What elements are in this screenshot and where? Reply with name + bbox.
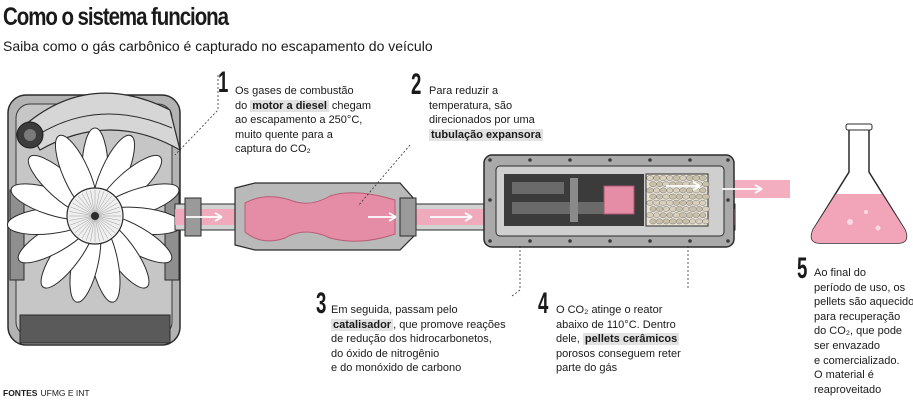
step-1-line: muito quente para a [235,128,371,143]
text-segment: captura do CO₂ [235,143,311,156]
text-segment: chegam [328,99,372,112]
step-1-line: captura do CO₂ [235,142,371,157]
step-3-line: do óxido de nitrogênio [331,347,506,362]
step-5-line: para recuperação [814,310,913,325]
co2-flask [810,123,908,244]
step-4-number: 4 [538,287,549,320]
flow-arrows [186,181,763,222]
step-5-line: O material é [814,368,913,383]
text-segment: O CO₂ atinge o reator [556,304,663,316]
text-segment: para recuperação [814,310,901,323]
step-4-line: parte do gás [556,361,681,376]
step-1-number: 1 [218,66,229,99]
text-segment: de redução dos hidrocarbonetos, [331,333,492,346]
text-segment: pellets são aquecidos [814,296,913,309]
sources-label: FONTES [3,388,38,398]
text-segment: e do monóxido de carbono [331,362,462,375]
step-5-line: e comercializado. [814,354,913,369]
leader-lines [174,75,689,297]
text-segment: período de uso, os [814,281,906,294]
text-segment: e comercializado. [814,354,900,367]
step-3-number: 3 [316,287,327,320]
step-3-line: e do monóxido de carbono [331,361,506,376]
step-3-line: catalisador, que promove reações [331,318,506,333]
step-2-line: direcionados por uma [429,113,543,128]
step-4-line: O CO₂ atinge o reator [556,303,681,318]
step-5-text: Ao final do período de uso, os pellets são… [814,266,913,397]
step-4-line: abaixo de 110°C. Dentro [556,318,681,333]
text-segment: do CO₂, que pode [814,325,903,338]
step-3-line: de redução dos hidrocarbonetos, [331,332,506,347]
text-segment: Ao final do [814,267,866,279]
highlighted-term: motor a diesel [250,99,329,112]
text-segment: do óxido de nitrogênio [331,347,440,360]
step-1-line: do motor a diesel chegam [235,99,371,114]
step-3-text: Em seguida, passam pelo catalisador, que … [331,303,506,376]
text-segment: dele, [556,333,583,346]
step-1-line: ao escapamento a 250°C, [235,113,371,128]
step-1-line: Os gases de combustão [235,84,371,99]
step-2-number: 2 [411,68,422,101]
step-1-text: Os gases de combustão do motor a diesel c… [235,84,371,157]
step-4-line: dele, pellets cerâmicos [556,332,681,347]
text-segment: Em seguida, passam pelo [331,304,458,316]
step-5-number: 5 [797,252,808,285]
step-2-line: Para reduzir a [429,84,543,99]
ceramic-pellets [646,175,710,225]
text-segment: parte do gás [556,362,618,375]
highlighted-term: catalisador [331,318,394,331]
text-segment: reaproveitado [814,383,882,396]
step-5-line: Ao final do [814,266,913,281]
catalyst-reactor [483,154,735,248]
expansion-pipe [184,182,417,251]
step-2-line: tubulação expansora [429,128,544,143]
step-5-line: pellets são aquecidos [814,295,913,310]
step-3-line: Em seguida, passam pelo [331,303,506,318]
step-5-line: ser envazado [814,339,913,354]
page-title: Como o sistema funciona [3,3,229,31]
text-segment: direcionados por uma [429,114,535,127]
step-5-line: do CO₂, que pode [814,324,913,339]
text-segment: O material é [814,369,874,382]
text-segment: temperatura, são [429,99,513,112]
text-segment: porosos conseguem reter [556,347,681,360]
text-segment: abaixo de 110°C. Dentro [556,318,676,331]
text-segment: Os gases de combustão [235,85,354,97]
text-segment: muito quente para a [235,128,333,141]
text-segment: Para reduzir a [429,85,499,97]
step-4-line: porosos conseguem reter [556,347,681,362]
step-2-line: temperatura, são [429,99,543,114]
text-segment: ser envazado [814,339,881,352]
step-5-line: período de uso, os [814,281,913,296]
diesel-engine [6,92,184,346]
text-segment: ao escapamento a 250°C, [235,114,363,127]
step-2-text: Para reduzir a temperatura, são direcionad… [429,84,544,143]
text-segment: , que promove reações [393,318,506,331]
sources-value: UFMG E INT [40,388,90,398]
step-4-text: O CO₂ atinge o reator abaixo de 110°C. De… [556,303,681,376]
highlighted-term: pellets cerâmicos [582,333,680,346]
highlighted-term: tubulação expansora [429,128,544,141]
text-segment: do [235,99,251,112]
step-5-line: reaproveitado [814,383,913,398]
page-subtitle: Saiba como o gás carbônico é capturado n… [3,38,433,54]
